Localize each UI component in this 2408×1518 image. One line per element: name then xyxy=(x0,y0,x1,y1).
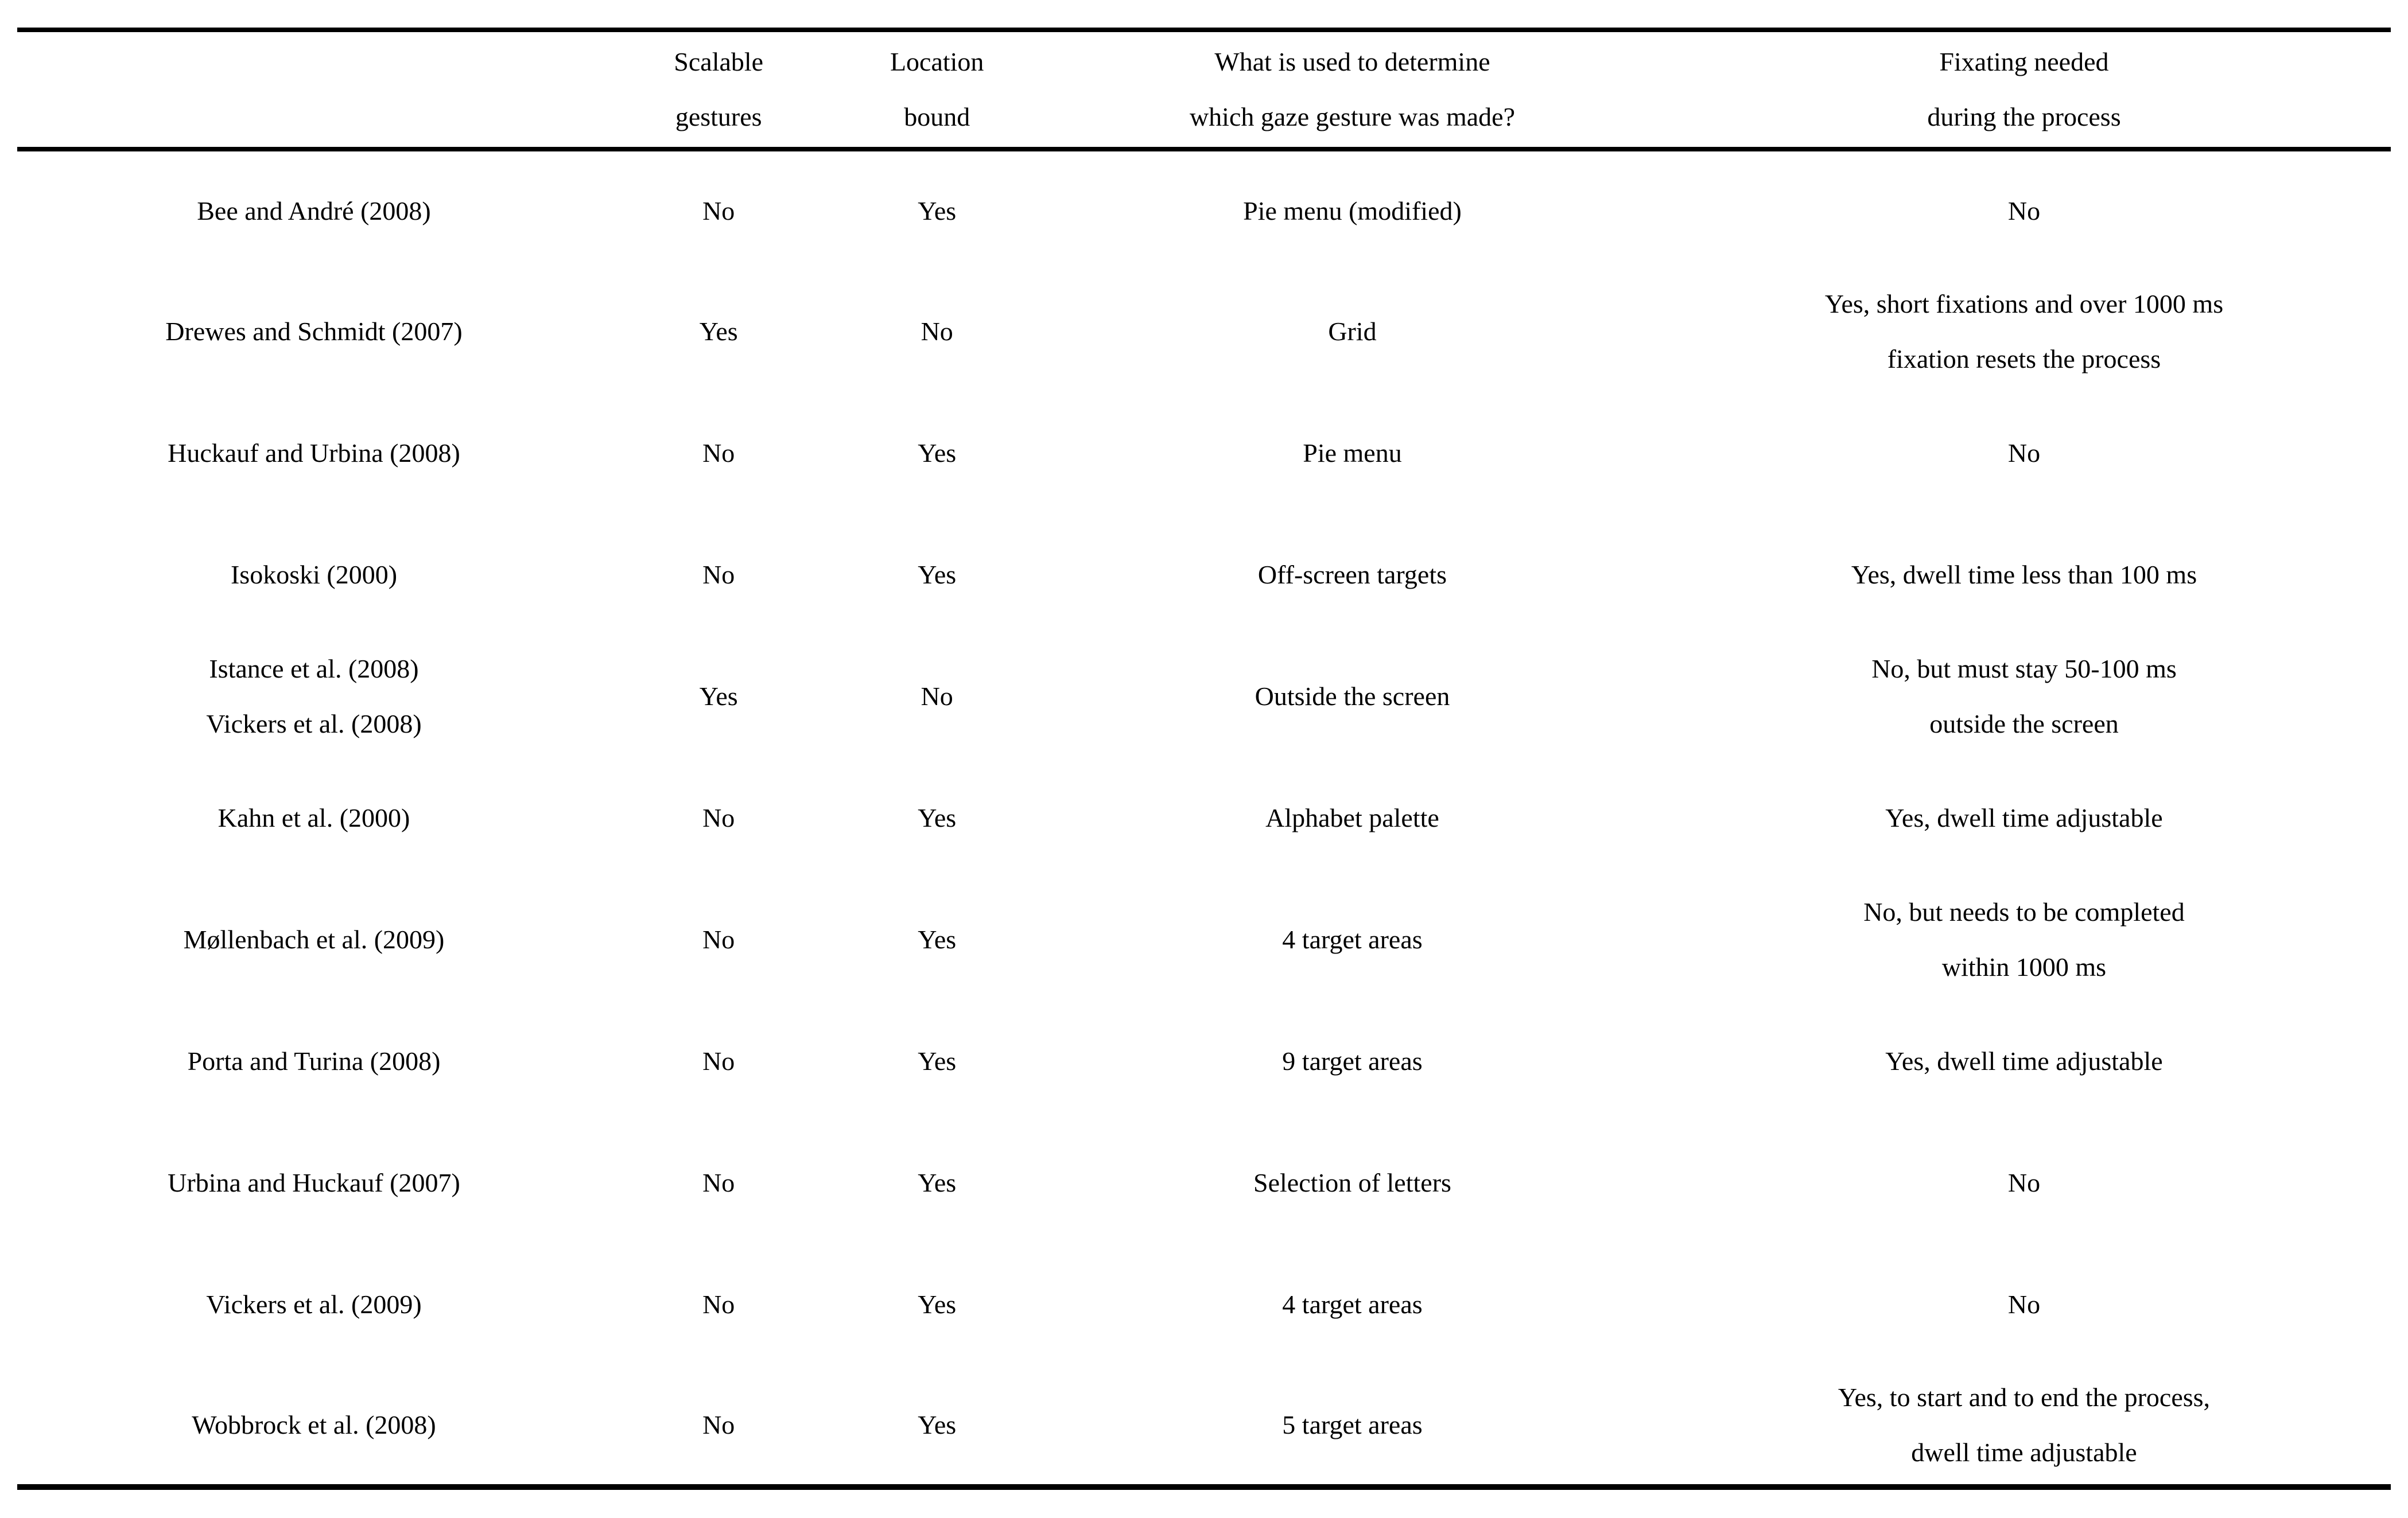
fixating-cell: Yes, dwell time adjustable xyxy=(1885,803,2163,833)
scalable-cell: No xyxy=(702,1410,735,1439)
determine-cell: 5 target areas xyxy=(1282,1410,1423,1439)
table-row: Bee and André (2008) No Yes Pie menu (mo… xyxy=(17,149,2391,271)
determine-cell: 4 target areas xyxy=(1282,925,1423,955)
determine-cell: 9 target areas xyxy=(1282,1046,1423,1076)
table-row: Vickers et al. (2009) No Yes 4 target ar… xyxy=(17,1244,2391,1365)
header-scalable-gestures: Scalable gestures xyxy=(674,47,764,131)
study-cell: Kahn et al. (2000) xyxy=(218,803,410,833)
scalable-cell: No xyxy=(702,1046,735,1076)
fixating-cell: Yes, dwell time adjustable xyxy=(1885,1046,2163,1076)
study-cell: Drewes and Schmidt (2007) xyxy=(165,317,463,347)
location-cell: No xyxy=(921,682,953,711)
scalable-cell: No xyxy=(702,1168,735,1198)
table-row: Drewes and Schmidt (2007) Yes No Grid Ye… xyxy=(17,271,2391,392)
table-row: Kahn et al. (2000) No Yes Alphabet palet… xyxy=(17,757,2391,879)
fixating-cell: No xyxy=(2007,196,2041,226)
location-cell: Yes xyxy=(918,438,957,468)
scalable-cell: No xyxy=(702,560,735,590)
study-cell: Urbina and Huckauf (2007) xyxy=(168,1168,460,1198)
location-cell: Yes xyxy=(918,803,957,833)
scalable-cell: No xyxy=(702,438,735,468)
scalable-cell: No xyxy=(702,1290,735,1320)
location-cell: Yes xyxy=(918,560,957,590)
study-cell: Møllenbach et al. (2009) xyxy=(183,925,445,955)
scalable-cell: Yes xyxy=(699,317,738,347)
study-cell: Vickers et al. (2009) xyxy=(206,1290,422,1320)
location-cell: No xyxy=(921,317,953,347)
determine-cell: Pie menu (modified) xyxy=(1243,196,1462,226)
location-cell: Yes xyxy=(918,1290,957,1320)
table-row: Porta and Turina (2008) No Yes 9 target … xyxy=(17,1001,2391,1122)
determine-cell: Selection of letters xyxy=(1253,1168,1451,1198)
study-cell: Isokoski (2000) xyxy=(230,560,398,590)
fixating-cell: Yes, short fixations and over 1000 ms fi… xyxy=(1824,289,2224,373)
determine-cell: 4 target areas xyxy=(1282,1290,1423,1320)
location-cell: Yes xyxy=(918,196,957,226)
header-row: Scalable gestures Location bound What is… xyxy=(17,30,2391,149)
location-cell: Yes xyxy=(918,1046,957,1076)
location-cell: Yes xyxy=(918,925,957,955)
table-row: Isokoski (2000) No Yes Off-screen target… xyxy=(17,514,2391,636)
table-row: Møllenbach et al. (2009) No Yes 4 target… xyxy=(17,879,2391,1001)
header-study xyxy=(17,30,611,149)
gaze-gesture-comparison-table: Scalable gestures Location bound What is… xyxy=(17,28,2391,1490)
scalable-cell: No xyxy=(702,925,735,955)
study-cell: Huckauf and Urbina (2008) xyxy=(168,438,460,468)
table-row: Huckauf and Urbina (2008) No Yes Pie men… xyxy=(17,392,2391,514)
scalable-cell: Yes xyxy=(699,682,738,711)
study-cell: Istance et al. (2008) Vickers et al. (20… xyxy=(206,654,422,738)
determine-cell: Outside the screen xyxy=(1255,682,1450,711)
header-fixating-needed: Fixating needed during the process xyxy=(1927,47,2121,131)
header-gesture-determination: What is used to determine which gaze ges… xyxy=(1189,47,1516,131)
table-row: Urbina and Huckauf (2007) No Yes Selecti… xyxy=(17,1122,2391,1244)
fixating-cell: Yes, to start and to end the process, dw… xyxy=(1838,1382,2211,1467)
determine-cell: Off-screen targets xyxy=(1257,560,1447,590)
study-cell: Wobbrock et al. (2008) xyxy=(192,1410,436,1439)
fixating-cell: No, but must stay 50-100 ms outside the … xyxy=(1871,654,2177,738)
determine-cell: Alphabet palette xyxy=(1265,803,1439,833)
fixating-cell: No xyxy=(2007,1290,2041,1320)
header-location-bound: Location bound xyxy=(890,47,984,131)
study-cell: Porta and Turina (2008) xyxy=(187,1046,441,1076)
fixating-cell: No xyxy=(2007,1168,2041,1198)
scalable-cell: No xyxy=(702,196,735,226)
table-row: Wobbrock et al. (2008) No Yes 5 target a… xyxy=(17,1365,2391,1487)
fixating-cell: Yes, dwell time less than 100 ms xyxy=(1851,560,2197,590)
fixating-cell: No, but needs to be completed within 100… xyxy=(1863,897,2185,982)
table-row: Istance et al. (2008) Vickers et al. (20… xyxy=(17,636,2391,757)
scalable-cell: No xyxy=(702,803,735,833)
study-cell: Bee and André (2008) xyxy=(197,196,431,226)
determine-cell: Grid xyxy=(1328,317,1377,347)
fixating-cell: No xyxy=(2007,438,2041,468)
location-cell: Yes xyxy=(918,1410,957,1439)
location-cell: Yes xyxy=(918,1168,957,1198)
determine-cell: Pie menu xyxy=(1303,438,1402,468)
